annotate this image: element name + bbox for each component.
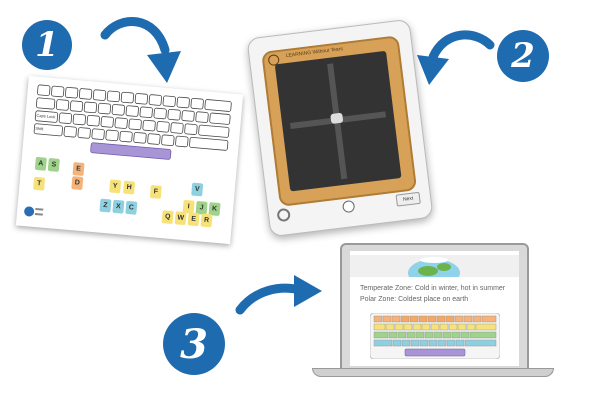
next-button-label: Next <box>402 195 414 203</box>
letter-tile: A <box>34 156 47 171</box>
letter-tile: R <box>200 213 213 228</box>
letter-tile: S <box>47 157 60 172</box>
letter-tile: E <box>187 212 200 227</box>
letter-tile: T <box>33 176 46 191</box>
wooden-slate: LEARNING Without Tears <box>261 35 418 207</box>
settings-gear-icon[interactable] <box>276 207 291 223</box>
letter-tile: W <box>174 211 187 226</box>
letter-tile: H <box>123 180 136 195</box>
header-banner <box>350 255 519 277</box>
arrow-step-2-icon <box>417 30 495 85</box>
globe-icon <box>408 257 460 277</box>
onscreen-keyboard[interactable] <box>370 313 500 359</box>
letter-tile: V <box>191 182 204 197</box>
step-badge-2: 2 <box>497 30 549 82</box>
laptop-screen: Temperate Zone: Cold in winter, hot in s… <box>350 251 519 366</box>
keyboard-outline-icon <box>33 84 232 160</box>
arrow-step-1-icon <box>100 17 181 83</box>
laptop-base <box>312 368 554 377</box>
letter-tile: Q <box>161 210 174 224</box>
logo-icon <box>24 206 44 217</box>
letter-tile: X <box>112 199 125 214</box>
tablet-device: LEARNING Without Tears Next <box>246 18 434 238</box>
letter-tile: F <box>149 184 162 199</box>
step-badge-1: 1 <box>22 20 72 70</box>
letter-tile: E <box>72 162 85 177</box>
step-number-2: 2 <box>511 36 535 76</box>
letter-tile: Z <box>99 198 112 213</box>
letter-tile: Y <box>109 179 122 194</box>
step-number-1: 1 <box>35 25 59 65</box>
step-badge-3: 3 <box>163 313 225 375</box>
chalkboard <box>274 50 402 192</box>
shift-label: Shift <box>35 125 44 132</box>
temperate-zone-text: Temperate Zone: Cold in winter, hot in s… <box>360 285 506 292</box>
laptop-device: Temperate Zone: Cold in winter, hot in s… <box>340 243 529 372</box>
tablet-home-button[interactable] <box>341 199 356 214</box>
letter-tile: D <box>71 176 84 190</box>
polar-zone-text: Polar Zone: Coldest place on earth <box>360 296 469 303</box>
step-number-3: 3 <box>180 320 208 368</box>
letter-tile: C <box>125 200 138 215</box>
next-button[interactable]: Next <box>395 191 421 207</box>
printable-keyboard-sheet: Caps Lock Shift A S E D T Y H F V Z X C … <box>15 75 244 245</box>
sponge-icon <box>330 112 344 125</box>
arrow-step-3-icon <box>235 275 322 315</box>
